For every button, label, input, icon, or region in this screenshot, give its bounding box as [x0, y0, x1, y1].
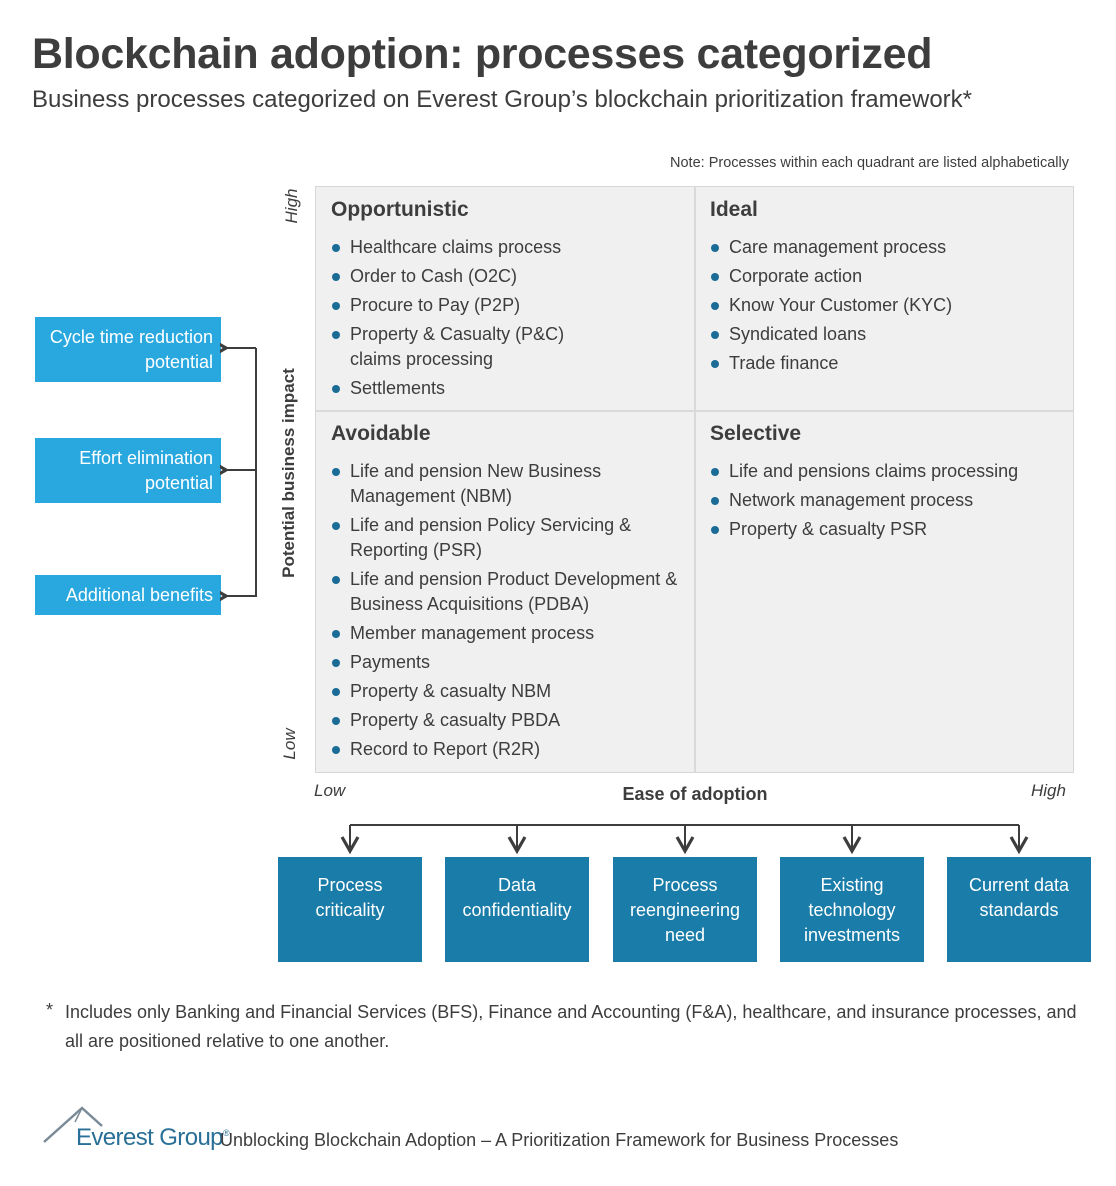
ease-factor-box: Process reengineering need [613, 857, 757, 962]
ease-factor-box: Current data standards [947, 857, 1091, 962]
process-item: Life and pension Product Development & B… [331, 567, 681, 617]
quadrant-selective: Selective Life and pensions claims proce… [710, 422, 1065, 546]
impact-factor-box: Cycle time reduction potential [35, 317, 221, 382]
everest-mountain-logo-icon [43, 1106, 103, 1143]
process-item: Know Your Customer (KYC) [710, 293, 1060, 318]
page-subtitle: Business processes categorized on Everes… [32, 86, 972, 113]
brand-name: Everest Group [76, 1124, 224, 1151]
y-axis-high-label: High [282, 188, 301, 224]
brand-logo-text: Everest Group® [76, 1124, 230, 1152]
process-item: Trade finance [710, 351, 1060, 376]
quadrant-avoidable: Avoidable Life and pension New Business … [331, 422, 686, 766]
quadrant-title: Opportunistic [331, 198, 469, 221]
process-item: Corporate action [710, 264, 1060, 289]
process-item: Property & casualty PSR [710, 517, 1065, 542]
impact-factor-box: Effort elimination potential [35, 438, 221, 503]
process-item: Property & Casualty (P&C) claims process… [331, 322, 591, 372]
process-item: Healthcare claims process [331, 235, 591, 260]
ease-factor-box: Process criticality [278, 857, 422, 962]
y-axis-title: Potential business impact [279, 368, 298, 578]
quadrant-title: Avoidable [331, 422, 431, 445]
footnote-marker: * [46, 1000, 54, 1020]
impact-factor-box: Additional benefits [35, 575, 221, 615]
process-list: Care management process Corporate action… [710, 235, 1060, 376]
x-axis-high-label: High [1031, 781, 1066, 800]
footnote-text: Includes only Banking and Financial Serv… [65, 1002, 1077, 1051]
quadrant-ideal: Ideal Care management process Corporate … [710, 198, 1060, 380]
matrix-vertical-divider [694, 186, 696, 773]
process-item: Life and pension New Business Management… [331, 459, 640, 509]
process-list: Life and pension New Business Management… [331, 459, 681, 762]
x-axis-low-label: Low [314, 781, 346, 800]
process-item: Payments [331, 650, 681, 675]
process-item: Life and pensions claims processing [710, 459, 1065, 484]
process-item: Network management process [710, 488, 1065, 513]
quadrant-title: Selective [710, 422, 802, 445]
matrix-horizontal-divider [315, 410, 1074, 412]
registered-mark: ® [222, 1128, 230, 1138]
impact-connector-arrows [220, 338, 257, 606]
process-list: Healthcare claims process Order to Cash … [331, 235, 591, 401]
process-item: Care management process [710, 235, 1060, 260]
report-title: Unblocking Blockchain Adoption – A Prior… [220, 1130, 899, 1150]
process-item: Order to Cash (O2C) [331, 264, 591, 289]
process-item: Property & casualty NBM [331, 679, 681, 704]
process-item: Syndicated loans [710, 322, 1060, 347]
ease-factor-box: Existing technology investments [780, 857, 924, 962]
ease-connector-arrows [340, 824, 1029, 855]
process-item: Record to Report (R2R) [331, 737, 681, 762]
y-axis-low-label: Low [280, 728, 299, 760]
process-item: Settlements [331, 376, 591, 401]
process-item: Life and pension Policy Servicing & Repo… [331, 513, 650, 563]
process-item: Member management process [331, 621, 681, 646]
process-item: Property & casualty PBDA [331, 708, 681, 733]
sorting-note: Note: Processes within each quadrant are… [670, 155, 1069, 171]
page-title: Blockchain adoption: processes categoriz… [32, 30, 933, 78]
process-list: Life and pensions claims processing Netw… [710, 459, 1065, 542]
x-axis-title: Ease of adoption [622, 784, 768, 804]
ease-factor-box: Data confidentiality [445, 857, 589, 962]
quadrant-title: Ideal [710, 198, 758, 221]
quadrant-opportunistic: Opportunistic Healthcare claims process … [331, 198, 681, 405]
process-item: Procure to Pay (P2P) [331, 293, 591, 318]
